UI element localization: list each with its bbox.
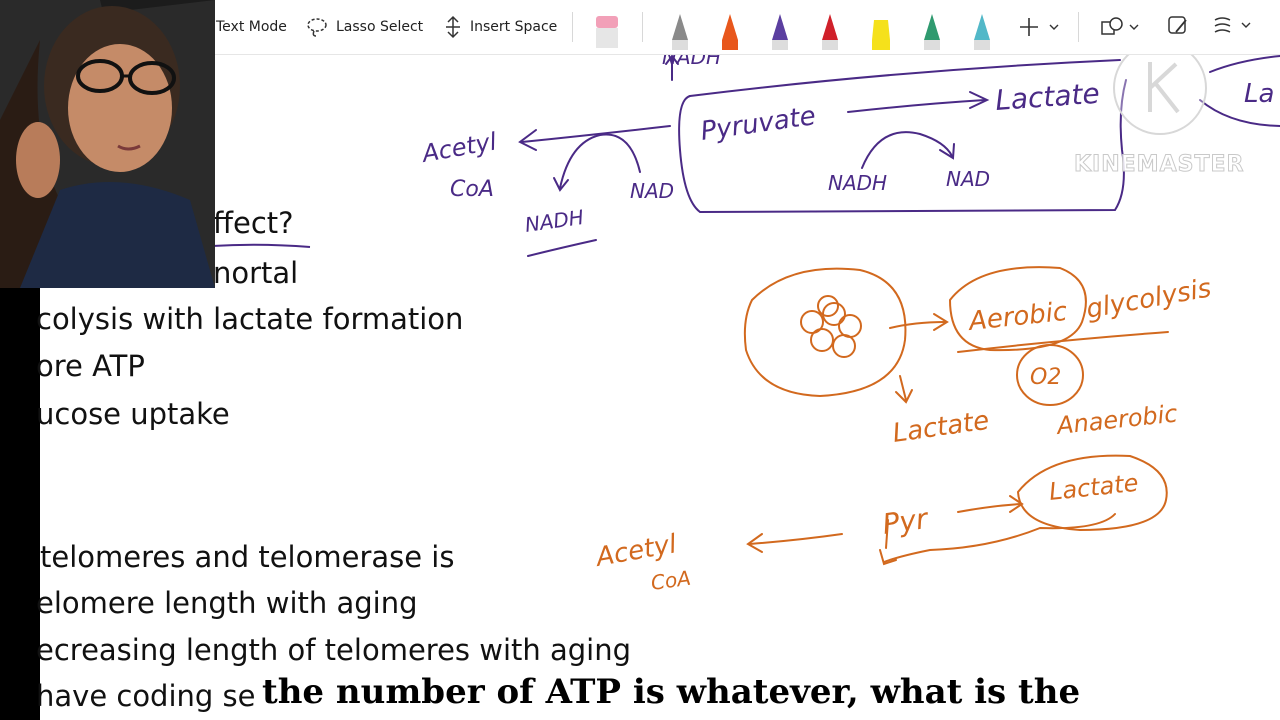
- ink-nad-right: NAD: [946, 167, 990, 191]
- video-caption: the number of ATP is whatever, what is t…: [262, 672, 1081, 712]
- lasso-icon: [307, 18, 327, 37]
- text-mode-label: Text Mode: [216, 19, 287, 35]
- shapes-icon[interactable]: [1100, 16, 1144, 38]
- pen-icon[interactable]: [920, 10, 944, 50]
- add-icon[interactable]: [1018, 16, 1062, 38]
- slide-line-5: ucose uptake: [36, 397, 230, 431]
- ink-options-icon[interactable]: [1212, 14, 1256, 38]
- lasso-select-button[interactable]: Lasso Select: [306, 14, 423, 40]
- slide-line-9: have coding se: [36, 679, 256, 713]
- slide-line-8: ecreasing length of telomeres with aging: [36, 633, 632, 667]
- slide-line-7: elomere length with aging: [36, 586, 418, 620]
- ink-pyr: Pyr: [880, 502, 931, 541]
- insert-space-label: Insert Space: [470, 19, 558, 35]
- webcam-video: [0, 0, 215, 288]
- slide-line-2: nortal: [213, 256, 299, 290]
- ink-acetyl-orange: Acetyl: [592, 529, 680, 573]
- ink-nadh-right: NADH: [828, 171, 887, 195]
- pen-icon[interactable]: [718, 10, 742, 50]
- ink-pyruvate: Pyruvate: [699, 101, 818, 147]
- ink-lactate-1: Lactate: [891, 406, 991, 449]
- ink-o2: O2: [1030, 365, 1061, 390]
- slide-line-1: ffect?: [213, 206, 294, 240]
- slide-line-6: telomeres and telomerase is: [40, 540, 455, 574]
- highlighter-icon[interactable]: [868, 10, 894, 50]
- insert-space-icon: [446, 15, 460, 39]
- orange-ink-labels: Aerobic glycolysis O2 Lactate Anaerobic …: [592, 273, 1214, 595]
- ink-coa-orange: CoA: [649, 566, 692, 595]
- text-mode-button[interactable]: Text Mode: [216, 14, 287, 40]
- purple-ink-labels: NADH Pyruvate Lactate Acetyl CoA NADH NA…: [418, 45, 1274, 237]
- ink-aerobic: Aerobic: [966, 297, 1069, 337]
- toolbar-divider: [572, 12, 573, 42]
- orange-ink-diagram: [743, 266, 1169, 566]
- ink-to-shape-icon[interactable]: [1166, 14, 1190, 38]
- pen-icon[interactable]: [970, 10, 994, 50]
- eraser-icon[interactable]: [594, 10, 620, 50]
- toolbar-divider: [1078, 12, 1079, 42]
- pen-icon[interactable]: [768, 10, 792, 50]
- ink-glycolysis: glycolysis: [1084, 273, 1214, 324]
- toolbar-divider: [642, 12, 643, 42]
- pen-icon[interactable]: [818, 10, 842, 50]
- ink-acetyl: Acetyl: [418, 127, 499, 168]
- ink-lactate-2: Lactate: [1048, 469, 1140, 506]
- ink-nad-left: NAD: [630, 179, 674, 203]
- pen-icon[interactable]: [668, 10, 692, 50]
- ink-coa: CoA: [450, 177, 494, 202]
- ink-lactate: Lactate: [994, 77, 1101, 117]
- lasso-select-label: Lasso Select: [336, 19, 424, 35]
- insert-space-button[interactable]: Insert Space: [444, 14, 557, 40]
- slide-line-4: ore ATP: [36, 349, 145, 383]
- ink-anaerobic: Anaerobic: [1054, 399, 1179, 440]
- video-letterbox: [0, 288, 40, 720]
- ink-nadh-left: NADH: [523, 205, 585, 237]
- slide-line-3: colysis with lactate formation: [36, 302, 464, 336]
- purple-ink-diagram: [518, 54, 1280, 257]
- ink-right-fragment: La: [1244, 79, 1274, 109]
- watermark-text: KINEMASTER: [1073, 152, 1245, 178]
